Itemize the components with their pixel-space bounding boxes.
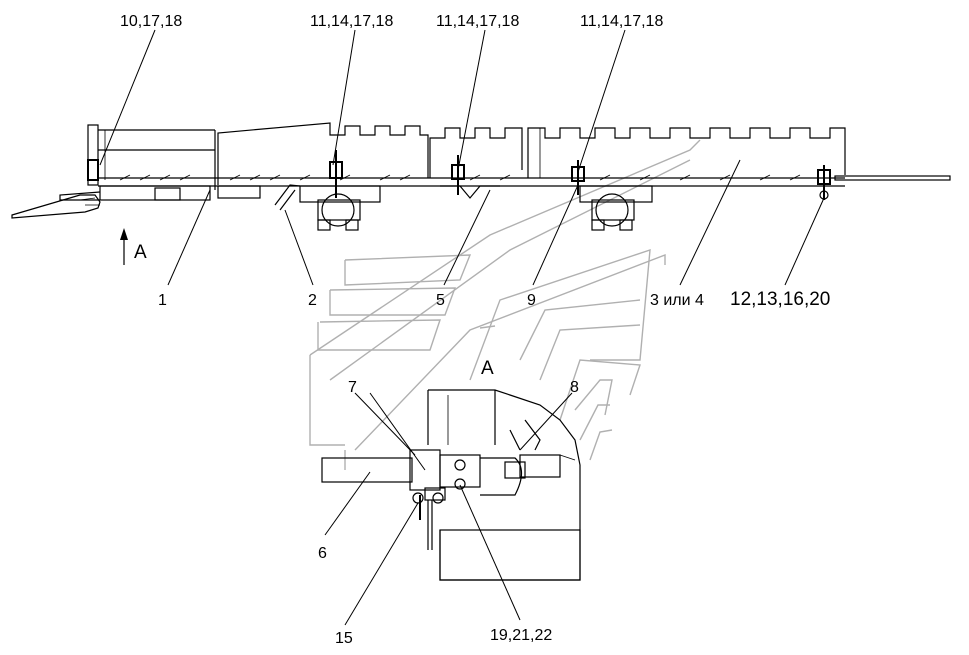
bolt-cluster — [329, 150, 343, 198]
divider-nose — [11, 194, 101, 219]
rod — [834, 175, 951, 181]
callout-11-14-17-18-b: 11,14,17,18 — [436, 13, 519, 30]
background-projection-lines — [309, 139, 701, 470]
bolt-cluster — [817, 165, 831, 200]
bar-6 — [321, 457, 413, 483]
view-arrow — [120, 228, 128, 265]
tube-clamp — [579, 185, 653, 231]
callout-15: 15 — [335, 630, 353, 647]
callout-5: 5 — [436, 292, 445, 309]
view-arrow-label: A — [134, 242, 147, 263]
callout-3-or-4: 3 или 4 — [650, 292, 704, 309]
view-title: A — [481, 358, 494, 379]
callout-1: 1 — [158, 292, 167, 309]
end-frame — [87, 124, 99, 186]
bolt-cluster — [87, 159, 99, 181]
callout-6: 6 — [318, 545, 327, 562]
tube-clamp — [274, 184, 381, 231]
leader-lines — [99, 29, 825, 626]
callout-10-17-18: 10,17,18 — [120, 13, 182, 30]
bolt-cluster — [571, 160, 585, 195]
callout-11-14-17-18-a: 11,14,17,18 — [310, 13, 393, 30]
callout-2: 2 — [308, 292, 317, 309]
callout-8: 8 — [570, 379, 579, 396]
bolt-cluster — [451, 155, 465, 195]
callout-9: 9 — [527, 292, 536, 309]
callout-19-21-22: 19,21,22 — [490, 627, 552, 644]
callout-12-13-16-20: 12,13,16,20 — [730, 289, 830, 310]
detail-view-a — [321, 389, 581, 581]
callout-11-14-17-18-c: 11,14,17,18 — [580, 13, 663, 30]
header-assembly — [11, 122, 951, 231]
callout-7: 7 — [348, 379, 357, 396]
